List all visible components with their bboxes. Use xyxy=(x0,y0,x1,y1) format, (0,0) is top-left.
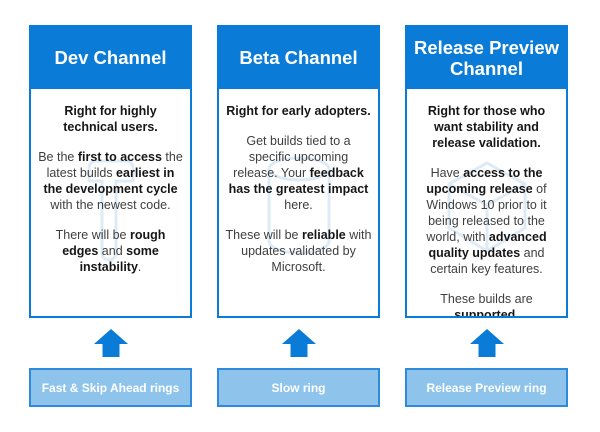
dev-ring-label-text: Fast & Skip Ahead rings xyxy=(41,380,180,395)
cube-watermark-icon xyxy=(447,161,526,253)
dev-channel-title: Dev Channel xyxy=(54,47,167,69)
release-preview-paragraph-3: These builds are supported. xyxy=(440,292,533,316)
beta-paragraph-2: Get builds tied to a specific upcoming r… xyxy=(228,134,369,212)
hammer-watermark-icon xyxy=(87,159,134,262)
beta-channel-card: Beta Channel Right for early adopters. G… xyxy=(217,25,380,318)
beta-channel-title: Beta Channel xyxy=(239,47,358,69)
release-preview-ring-label-text: Release Preview ring xyxy=(426,380,547,395)
dev-channel-header: Dev Channel xyxy=(31,27,190,89)
channel-column-release-preview: Release Preview Channel Right for those … xyxy=(405,25,568,407)
release-preview-channel-card: Release Preview Channel Right for those … xyxy=(405,25,568,318)
dev-paragraph-2: Be the first to access the latest builds… xyxy=(38,150,183,212)
up-arrow-icon xyxy=(93,329,128,357)
dev-ring-label: Fast & Skip Ahead rings xyxy=(29,368,192,407)
up-arrow-icon xyxy=(281,329,316,357)
channel-column-beta: Beta Channel Right for early adopters. G… xyxy=(217,25,380,407)
release-preview-paragraph-2: Have access to the upcoming release of W… xyxy=(426,166,547,276)
release-preview-channel-description: Right for those who want stability and r… xyxy=(407,89,566,316)
beta-paragraph-1: Right for early adopters. xyxy=(226,104,371,118)
release-preview-ring-label: Release Preview ring xyxy=(405,368,568,407)
beta-channel-description: Right for early adopters. Get builds tie… xyxy=(219,89,378,316)
dev-paragraph-3: There will be rough edges and some insta… xyxy=(55,228,166,274)
beta-ring-label-text: Slow ring xyxy=(271,380,326,395)
beta-paragraph-3: These will be reliable with updates vali… xyxy=(225,228,372,274)
dev-channel-card: Dev Channel Right for highly technical u… xyxy=(29,25,192,318)
beaker-watermark-icon xyxy=(267,156,330,255)
beta-channel-header: Beta Channel xyxy=(219,27,378,89)
up-arrow-icon xyxy=(469,329,504,357)
release-preview-channel-title: Release Preview Channel xyxy=(413,36,560,79)
release-preview-paragraph-1: Right for those who want stability and r… xyxy=(427,104,546,150)
channel-column-dev: Dev Channel Right for highly technical u… xyxy=(29,25,192,407)
release-preview-channel-header: Release Preview Channel xyxy=(407,27,566,89)
beta-ring-label: Slow ring xyxy=(217,368,380,407)
dev-channel-description: Right for highly technical users. Be the… xyxy=(31,89,190,316)
dev-paragraph-1: Right for highly technical users. xyxy=(63,104,158,134)
